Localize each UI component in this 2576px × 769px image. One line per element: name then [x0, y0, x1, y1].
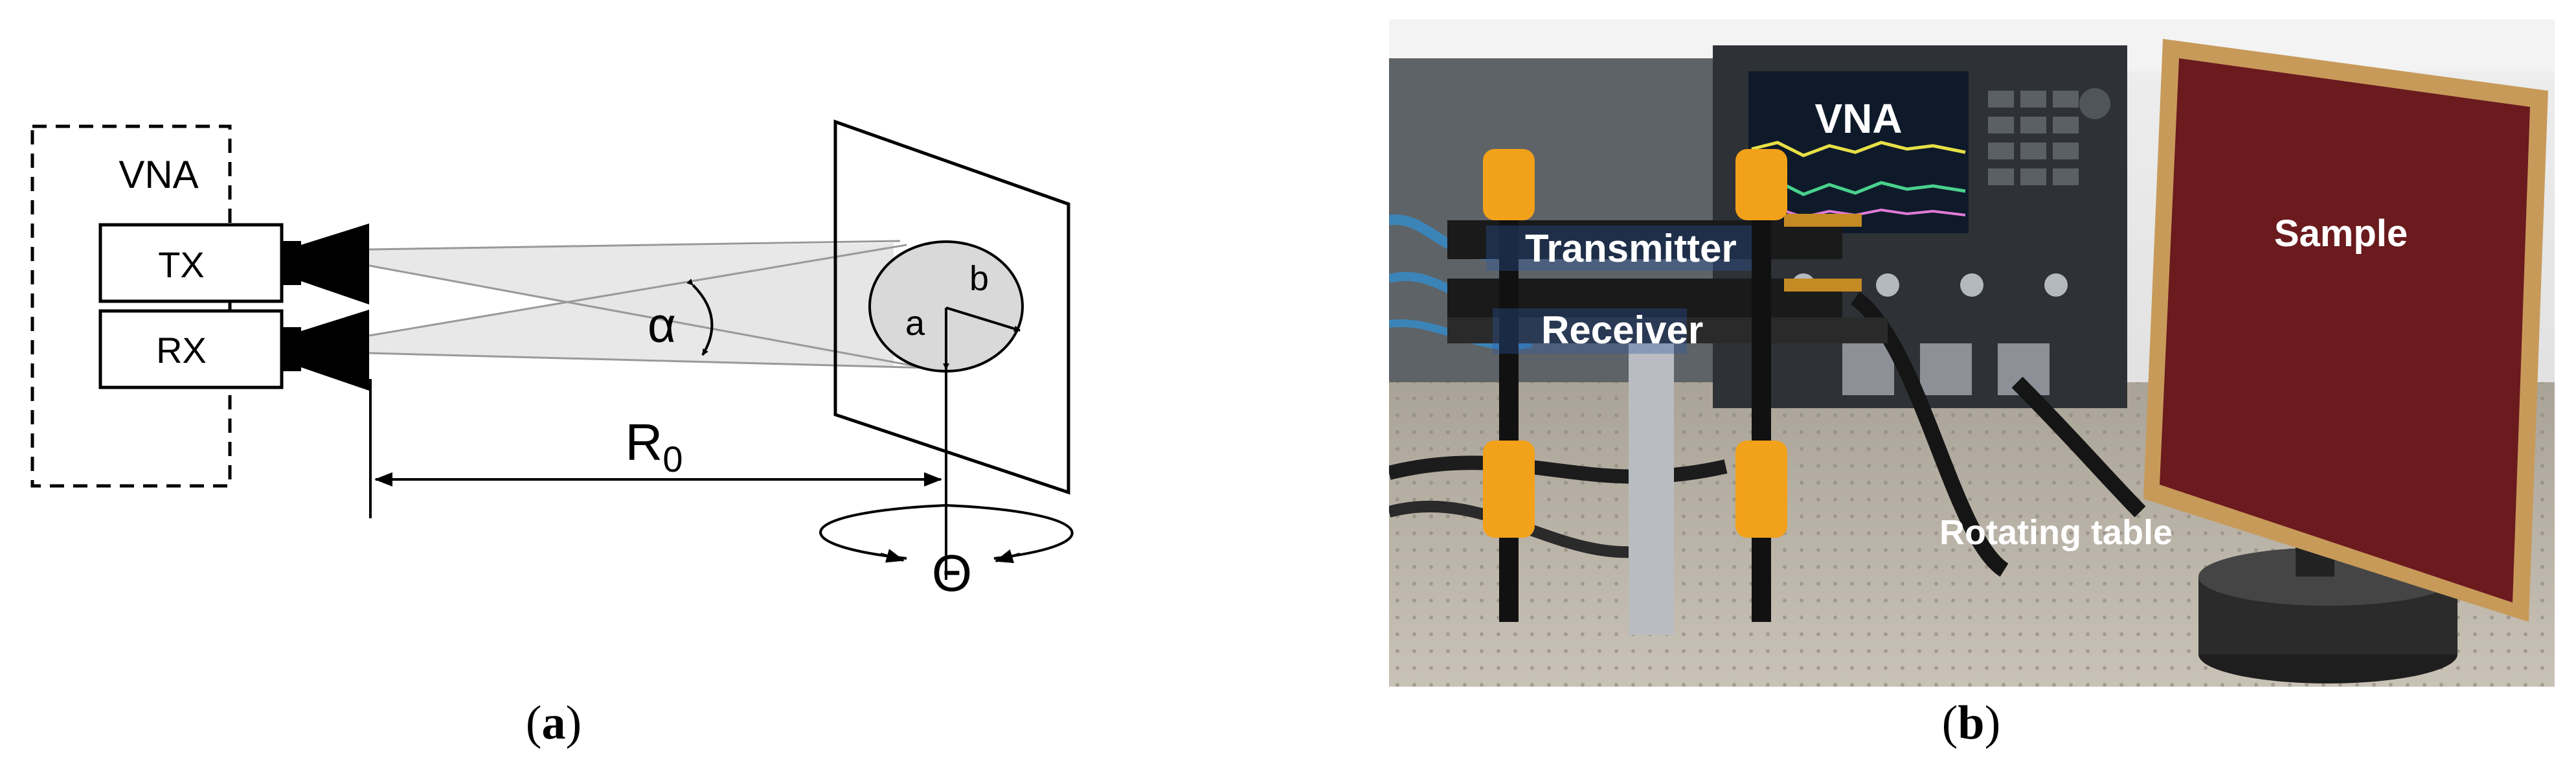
tx-label: TX — [158, 244, 205, 285]
beam-line — [368, 264, 933, 371]
distance-label-base: R — [626, 413, 663, 471]
alpha-label: α — [648, 298, 676, 353]
rotation-arrow-right — [995, 549, 1021, 564]
distance-label: R0 — [626, 413, 683, 479]
rotation-arc — [819, 503, 1074, 560]
a-label: a — [905, 304, 925, 343]
beam-line — [368, 352, 933, 369]
rx-label: RX — [156, 330, 207, 371]
panel-b-photo: VNA Transmitter Receiver Sample Rotating… — [1389, 19, 2555, 750]
rotation-arrow-left — [880, 549, 905, 563]
tx-horn-icon — [282, 224, 369, 304]
vna-photo-label: VNA — [1814, 95, 1902, 142]
b-arrow — [945, 306, 1021, 332]
beam-line — [368, 240, 901, 251]
sample-plane — [833, 119, 1070, 495]
transmitter-label: Transmitter — [1525, 227, 1737, 270]
vna-label: VNA — [119, 153, 198, 196]
sample-label: Sample — [2274, 212, 2408, 255]
receiver-label: Receiver — [1541, 308, 1703, 352]
beam-line — [368, 244, 907, 337]
rx-horn-icon — [282, 310, 369, 391]
rotating-table-label: Rotating table — [1939, 513, 2173, 552]
caption-a: (a) — [526, 696, 582, 750]
caption-b: (b) — [1942, 696, 2000, 750]
rotation-label: Θ — [932, 544, 972, 602]
sample-panel — [2143, 39, 2548, 622]
rx-box — [98, 309, 284, 389]
b-label: b — [969, 259, 989, 298]
vna-dashed-box — [30, 124, 232, 488]
panel-a-diagram: VNA TX RX a b — [30, 119, 1074, 750]
tx-box — [98, 223, 284, 303]
alpha-arc — [686, 279, 714, 356]
rx-beam — [369, 243, 894, 366]
distance-label-sub: 0 — [662, 439, 683, 479]
antenna-assembly — [1447, 149, 1888, 635]
